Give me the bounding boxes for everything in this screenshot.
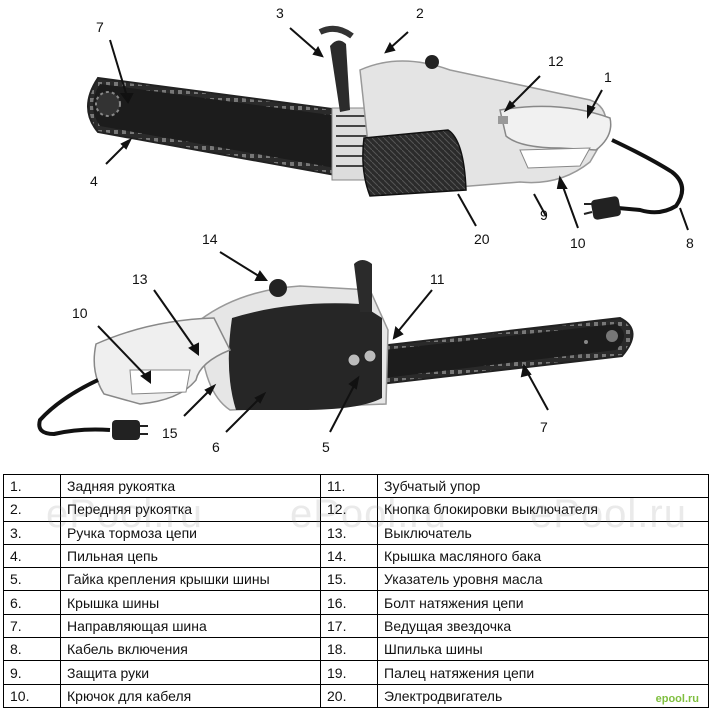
part-name-cell: Задняя рукоятка bbox=[60, 473, 321, 499]
part-number-cell: 12. bbox=[320, 497, 378, 522]
callout-10-top: 10 bbox=[570, 235, 586, 251]
power-cable-top bbox=[611, 138, 684, 215]
part-number-cell: 8. bbox=[3, 637, 61, 662]
part-number-cell: 15. bbox=[320, 567, 378, 592]
part-name-cell: Ведущая звездочка bbox=[377, 613, 709, 639]
part-number-cell: 2. bbox=[3, 497, 61, 522]
part-name-cell: Крючок для кабеля bbox=[60, 683, 321, 708]
part-number-cell: 10. bbox=[3, 683, 61, 708]
callout-11: 11 bbox=[430, 271, 445, 287]
part-name-cell: Крышка масляного бака bbox=[377, 543, 709, 569]
top-chainsaw bbox=[87, 25, 689, 231]
part-name-cell: Палец натяжения цепи bbox=[377, 660, 709, 685]
part-number-cell: 11. bbox=[320, 473, 378, 499]
callout-13: 13 bbox=[132, 271, 148, 287]
motor-cover-top bbox=[362, 129, 467, 197]
part-name-cell: Кабель включения bbox=[60, 637, 321, 662]
part-number-cell: 5. bbox=[3, 567, 61, 592]
bar-nose-sprocket bbox=[95, 91, 121, 117]
part-number-cell: 6. bbox=[3, 590, 61, 615]
front-handle-top bbox=[330, 40, 350, 112]
plug-bottom bbox=[112, 420, 140, 440]
part-number-cell: 9. bbox=[3, 660, 61, 685]
part-name-cell: Гайка крепления крышки шины bbox=[60, 567, 321, 592]
part-number-cell: 16. bbox=[320, 590, 378, 615]
part-name-cell: Ручка тормоза цепи bbox=[60, 520, 321, 545]
callout-4: 4 bbox=[90, 173, 98, 189]
part-number-cell: 4. bbox=[3, 543, 61, 569]
part-number-cell: 17. bbox=[320, 613, 378, 639]
rear-handle-top bbox=[499, 105, 612, 151]
site-logo: epool.ru bbox=[655, 693, 699, 705]
part-number-cell: 1. bbox=[3, 473, 61, 499]
part-name-cell: Крышка шины bbox=[60, 590, 321, 615]
part-name-cell: Зубчатый упор bbox=[377, 473, 709, 499]
guide-bar-top bbox=[93, 84, 346, 170]
part-name-cell: Направляющая шина bbox=[60, 613, 321, 639]
part-name-cell: Пильная цепь bbox=[60, 543, 321, 569]
oil-cap-top bbox=[425, 55, 439, 69]
part-name-cell: Передняя рукоятка bbox=[60, 497, 321, 522]
part-number-cell: 19. bbox=[320, 660, 378, 685]
callout-2: 2 bbox=[416, 5, 424, 21]
callout-12: 12 bbox=[548, 53, 564, 69]
part-name-cell: Кнопка блокировки выключателя bbox=[377, 497, 709, 522]
part-name-cell: Выключатель bbox=[377, 520, 709, 545]
part-number-cell: 14. bbox=[320, 543, 378, 569]
lock-button-top bbox=[498, 116, 508, 124]
plug-top bbox=[591, 196, 621, 220]
bottom-chainsaw bbox=[37, 251, 634, 440]
callout-10-bottom: 10 bbox=[72, 305, 88, 321]
callout-3: 3 bbox=[276, 5, 284, 21]
callout-20: 20 bbox=[474, 231, 490, 247]
part-number-cell: 13. bbox=[320, 520, 378, 545]
cover-nut-2 bbox=[363, 349, 377, 363]
part-number-cell: 18. bbox=[320, 637, 378, 662]
rear-handle-bottom bbox=[93, 317, 232, 405]
bar-cover-bottom bbox=[228, 303, 382, 410]
oil-cap-bottom bbox=[269, 279, 287, 297]
callout-8: 8 bbox=[686, 235, 694, 251]
callout-14: 14 bbox=[202, 231, 218, 247]
callout-5: 5 bbox=[322, 439, 330, 455]
callout-7-top: 7 bbox=[96, 19, 104, 35]
callout-6: 6 bbox=[212, 439, 220, 455]
front-handle-bottom bbox=[354, 260, 372, 312]
part-name-cell: Шпилька шины bbox=[377, 637, 709, 662]
part-name-cell: Болт натяжения цепи bbox=[377, 590, 709, 615]
callout-9: 9 bbox=[540, 207, 548, 223]
callout-1: 1 bbox=[604, 69, 612, 85]
part-number-cell: 7. bbox=[3, 613, 61, 639]
part-name-cell: Электродвигатель bbox=[377, 683, 709, 708]
power-cable-bottom bbox=[37, 378, 111, 437]
part-number-cell: 3. bbox=[3, 520, 61, 545]
part-name-cell: Защита руки bbox=[60, 660, 321, 685]
chainsaw-diagram bbox=[37, 25, 689, 440]
part-number-cell: 20. bbox=[320, 683, 378, 708]
part-name-cell: Указатель уровня масла bbox=[377, 567, 709, 592]
guide-bar-bottom bbox=[384, 324, 624, 378]
callout-15: 15 bbox=[162, 425, 178, 441]
cover-nut-1 bbox=[347, 353, 361, 367]
callout-7-bottom: 7 bbox=[540, 419, 548, 435]
